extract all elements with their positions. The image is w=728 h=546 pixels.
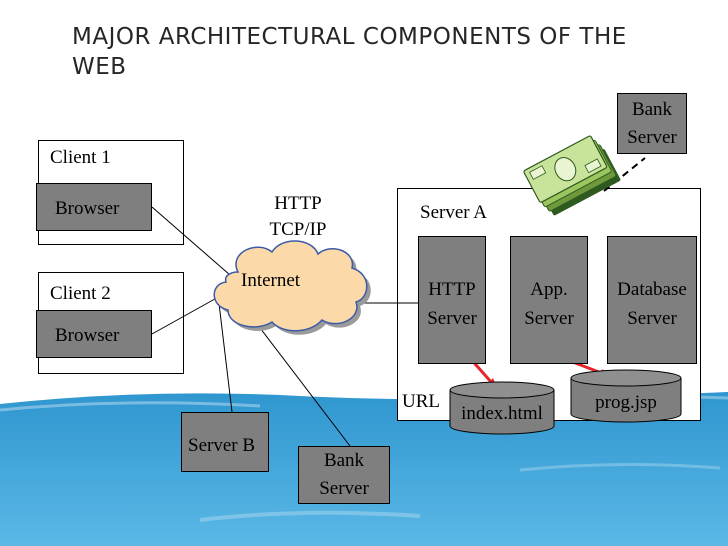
bank-server-link (253, 319, 351, 447)
server-b-link (217, 294, 233, 413)
prog-jsp-cylinder (570, 369, 682, 423)
bank-server-top: Bank Server (617, 93, 687, 154)
server-b: Server B (181, 412, 269, 472)
protocol-http: HTTP (274, 193, 322, 214)
index-html-label: index.html (461, 403, 543, 424)
prog-jsp-label: prog.jsp (595, 392, 657, 413)
client-2-browser-label: Browser (55, 325, 120, 346)
client-2-link (151, 294, 223, 335)
money-stack-icon (523, 135, 621, 216)
protocol-label: HTTP TCP/IP (258, 191, 338, 243)
client-2-browser: Browser (36, 310, 152, 358)
app-server: App. Server (510, 236, 588, 364)
client-1-label: Client 1 (50, 147, 111, 168)
client-1-browser: Browser (36, 183, 152, 231)
database-server: Database Server (607, 236, 697, 364)
internet-label: Internet (241, 270, 301, 291)
client-1-browser-label: Browser (55, 198, 120, 219)
app-server-line1: App. (530, 279, 568, 300)
client-2-label: Client 2 (50, 283, 111, 304)
bank-server-top-line2: Server (627, 127, 677, 148)
index-html-cylinder (449, 381, 555, 435)
server-b-label: Server B (188, 435, 256, 456)
http-server-line2: Server (427, 308, 477, 329)
http-server: HTTP Server (418, 236, 486, 364)
server-a-label: Server A (420, 202, 488, 223)
app-server-line2: Server (524, 308, 574, 329)
protocol-tcpip: TCP/IP (269, 219, 327, 240)
client-1-link (151, 206, 239, 283)
http-server-line1: HTTP (428, 279, 476, 300)
bank-server-top-link (603, 157, 646, 192)
bank-server-bottom-line1: Bank (323, 450, 365, 471)
bank-server-top-line1: Bank (631, 99, 673, 120)
database-server-line2: Server (627, 308, 677, 329)
url-label: URL (402, 391, 440, 412)
page-title: MAJOR ARCHITECTURAL COMPONENTS OF THE WE… (72, 24, 627, 80)
database-server-line1: Database (617, 279, 687, 300)
bank-server-bottom: Bank Server (298, 446, 390, 504)
bank-server-bottom-line2: Server (319, 478, 369, 499)
internet-cloud (213, 240, 371, 335)
